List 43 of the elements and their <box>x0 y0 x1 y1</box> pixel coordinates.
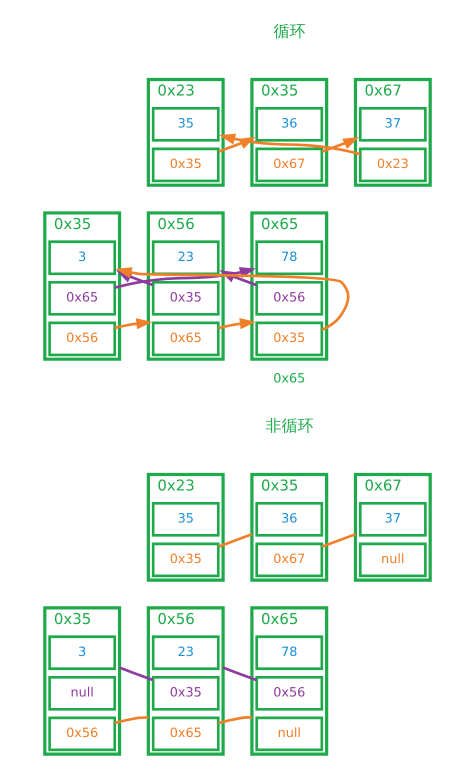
node-box: 0x56 <box>254 675 323 710</box>
node-box: 0x23 <box>358 147 426 182</box>
node-box: 35 <box>151 501 220 536</box>
node-box: 0x35 <box>151 675 220 710</box>
node-box: 23 <box>151 634 220 670</box>
connector <box>218 532 252 548</box>
connector <box>118 666 153 681</box>
node-box: 0x35 <box>254 321 323 356</box>
connector <box>114 716 148 724</box>
label: 非循环 <box>264 416 313 435</box>
node-box: 78 <box>254 634 323 670</box>
arrow <box>114 318 152 329</box>
node-label: 0x65 <box>272 370 305 386</box>
connector <box>321 532 356 548</box>
node-box: 0x67 <box>254 147 323 182</box>
connector <box>222 666 256 681</box>
node-box: null <box>358 542 426 577</box>
node-box: 35 <box>151 106 220 142</box>
node-box: 0x35 <box>151 542 220 577</box>
node-box: 78 <box>254 240 323 275</box>
node-box: 36 <box>254 501 323 536</box>
node-box: 0x65 <box>151 321 220 356</box>
node-box: 0x67 <box>254 542 323 577</box>
node-box: 0x35 <box>151 147 220 182</box>
node-box: 23 <box>151 240 220 275</box>
arrow <box>218 133 360 155</box>
arrow <box>321 136 359 152</box>
node-box: 0x56 <box>254 280 323 316</box>
node-box: 0x56 <box>48 321 116 356</box>
node-box: 0x65 <box>151 716 220 751</box>
node-box: null <box>48 675 116 710</box>
node-box: 3 <box>48 240 116 275</box>
node-box: 0x65 <box>48 280 116 316</box>
node-box: 0x56 <box>48 716 116 751</box>
node-box: null <box>254 716 323 751</box>
node-box: 37 <box>358 501 426 536</box>
arrow <box>218 318 256 329</box>
node-box: 3 <box>48 634 116 670</box>
label: 循环 <box>272 20 305 40</box>
node-box: 0x35 <box>151 280 220 316</box>
node-box: 37 <box>358 106 426 142</box>
connector <box>218 715 252 724</box>
node-box: 36 <box>254 106 323 142</box>
